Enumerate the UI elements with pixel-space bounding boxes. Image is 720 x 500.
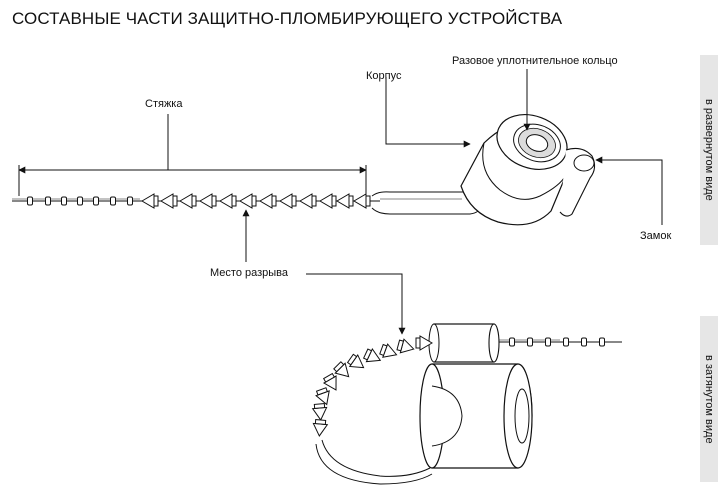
cone-link	[179, 193, 197, 209]
label-seal-ring: Разовое уплотнительное кольцо	[452, 55, 618, 67]
cone-link	[336, 193, 354, 209]
label-lock: Замок	[640, 230, 672, 242]
cone-link	[259, 193, 277, 209]
tab-tightened-label: в затянутом виде	[703, 354, 715, 444]
leader-body	[385, 77, 471, 148]
label-break-point: Место разрыва	[210, 267, 289, 279]
cone-link	[199, 193, 217, 209]
small-bead	[563, 337, 569, 347]
small-bead	[127, 196, 133, 206]
cone-link	[333, 361, 350, 378]
small-bead	[599, 337, 605, 347]
small-bead	[527, 337, 533, 347]
cone-link	[353, 193, 371, 209]
small-bead	[77, 196, 83, 206]
small-bead	[45, 196, 51, 206]
small-bead	[61, 196, 67, 206]
cone-link	[312, 419, 329, 437]
small-bead	[545, 337, 551, 347]
cone-link	[319, 193, 337, 209]
cone-link	[141, 193, 159, 209]
leader-break-bottom	[306, 273, 406, 335]
small-bead	[27, 196, 33, 206]
tab-unfolded-view: в развернутом виде	[700, 55, 718, 245]
tightened-cone-links	[311, 335, 433, 437]
cone-link	[239, 193, 257, 209]
cone-link	[322, 372, 337, 391]
cone-link	[311, 403, 328, 421]
seal-ring-hole	[525, 134, 549, 152]
tightened-lock-cylinder	[428, 323, 500, 363]
small-bead	[581, 337, 587, 347]
cone-link	[362, 347, 382, 363]
cone-link	[160, 193, 178, 209]
cone-link	[279, 193, 297, 209]
small-bead	[93, 196, 99, 206]
leader-lock	[595, 156, 663, 225]
small-bead	[110, 196, 116, 206]
cone-link	[346, 353, 365, 369]
tightened-tongue	[315, 439, 433, 485]
cone-link	[299, 193, 317, 209]
label-strap: Стяжка	[145, 98, 183, 110]
strap-dimension	[19, 114, 367, 196]
cone-link	[315, 387, 330, 406]
cone-link	[415, 335, 433, 351]
tightened-body	[419, 363, 533, 469]
tightened-small-beads	[509, 337, 605, 347]
strap-small-beads	[27, 196, 133, 206]
diagram-title: СОСТАВНЫЕ ЧАСТИ ЗАЩИТНО-ПЛОМБИРУЮЩЕГО УС…	[12, 9, 563, 28]
label-body: Корпус	[366, 70, 402, 82]
cone-link	[396, 338, 415, 354]
small-bead	[509, 337, 515, 347]
strap-cone-links	[141, 193, 371, 209]
tab-tightened-view: в затянутом виде	[700, 316, 718, 482]
seal-body	[460, 114, 596, 226]
cone-link	[379, 343, 398, 358]
tab-unfolded-label: в развернутом виде	[703, 99, 715, 201]
cone-link	[219, 193, 237, 209]
